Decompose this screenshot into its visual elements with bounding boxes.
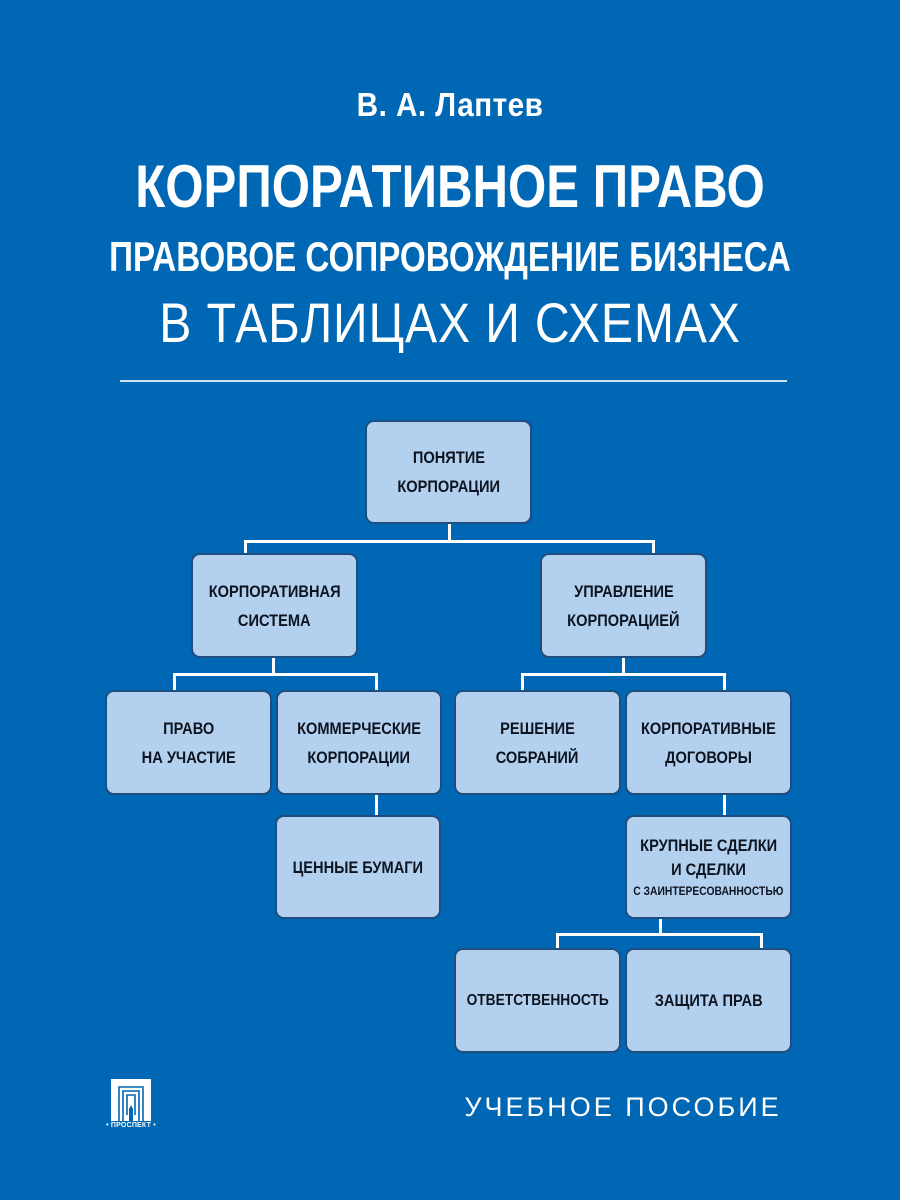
node-label: КОММЕРЧЕСКИЕ <box>297 718 421 738</box>
connector <box>556 933 763 936</box>
connector <box>622 657 625 675</box>
book-title: КОРПОРАТИВНОЕ ПРАВО <box>135 153 765 220</box>
diagram-node-rights-protection: ЗАЩИТА ПРАВ <box>625 948 792 1053</box>
node-label: ЗАЩИТА ПРАВ <box>654 991 763 1010</box>
node-label: СИСТЕМА <box>238 610 311 630</box>
node-label: ЦЕННЫЕ БУМАГИ <box>292 857 424 877</box>
book-type-label: УЧЕБНОЕ ПОСОБИЕ <box>464 1092 782 1122</box>
diagram-node-commercial-corporations: КОММЕРЧЕСКИЕ КОРПОРАЦИИ <box>276 690 442 795</box>
connector <box>272 657 275 675</box>
book-subtitle-format: В ТАБЛИЦАХ И СХЕМАХ <box>159 291 741 354</box>
node-label: ПОНЯТИЕ <box>412 448 485 467</box>
author-name: В. А. Лаптев <box>356 86 544 123</box>
node-label: ПРАВО <box>162 718 215 738</box>
publisher-logo: • ПРОСПЕКТ • <box>104 1076 164 1136</box>
prospekt-arch-logo-icon <box>111 1079 151 1121</box>
node-label: НА УЧАСТИЕ <box>141 747 236 767</box>
diagram-node-meeting-decisions: РЕШЕНИЕ СОБРАНИЙ <box>454 690 621 795</box>
node-label: ДОГОВОРЫ <box>665 747 752 767</box>
node-label: КОРПОРАЦИИ <box>397 477 500 496</box>
connector <box>448 523 451 542</box>
diagram-node-liability: ОТВЕТСТВЕННОСТЬ <box>454 948 621 1053</box>
connector <box>244 540 655 543</box>
title-divider <box>120 380 787 382</box>
node-label: КОРПОРАЦИИ <box>307 747 411 767</box>
connector <box>375 673 378 691</box>
node-label: С ЗАИНТЕРЕСОВАННОСТЬЮ <box>633 884 784 898</box>
connector <box>723 794 726 816</box>
node-label: КОРПОРАТИВНЫЕ <box>641 718 776 738</box>
node-label: КОРПОРАТИВНАЯ <box>208 581 341 601</box>
diagram-node-corporation-concept: ПОНЯТИЕ КОРПОРАЦИИ <box>365 420 532 524</box>
connector <box>723 673 726 691</box>
node-label: ОТВЕТСТВЕННОСТЬ <box>466 992 609 1009</box>
publisher-name: • ПРОСПЕКТ • <box>106 1122 156 1129</box>
connector <box>173 673 176 691</box>
connector <box>521 673 524 691</box>
connector <box>173 673 378 676</box>
connector <box>244 540 247 554</box>
diagram-node-securities: ЦЕННЫЕ БУМАГИ <box>275 815 441 919</box>
node-label: СОБРАНИЙ <box>496 747 579 767</box>
diagram-node-corporate-agreements: КОРПОРАТИВНЫЕ ДОГОВОРЫ <box>625 690 792 795</box>
diagram-node-right-to-participate: ПРАВО НА УЧАСТИЕ <box>105 690 272 795</box>
connector <box>521 673 726 676</box>
node-label: РЕШЕНИЕ <box>500 718 575 738</box>
diagram-node-major-transactions: КРУПНЫЕ СДЕЛКИ И СДЕЛКИ С ЗАИНТЕРЕСОВАНН… <box>625 815 792 919</box>
node-label: И СДЕЛКИ <box>671 860 746 879</box>
node-label: УПРАВЛЕНИЕ <box>573 581 674 601</box>
connector <box>659 917 662 935</box>
connector <box>375 794 378 816</box>
connector <box>556 933 559 949</box>
connector <box>652 540 655 554</box>
node-label: КРУПНЫЕ СДЕЛКИ <box>639 836 777 855</box>
connector <box>760 933 763 949</box>
diagram-node-corporate-system: КОРПОРАТИВНАЯ СИСТЕМА <box>191 553 358 658</box>
node-label: КОРПОРАЦИЕЙ <box>567 610 680 630</box>
diagram-node-corporate-management: УПРАВЛЕНИЕ КОРПОРАЦИЕЙ <box>540 553 707 658</box>
book-subtitle: ПРАВОВОЕ СОПРОВОЖДЕНИЕ БИЗНЕСА <box>109 233 791 280</box>
